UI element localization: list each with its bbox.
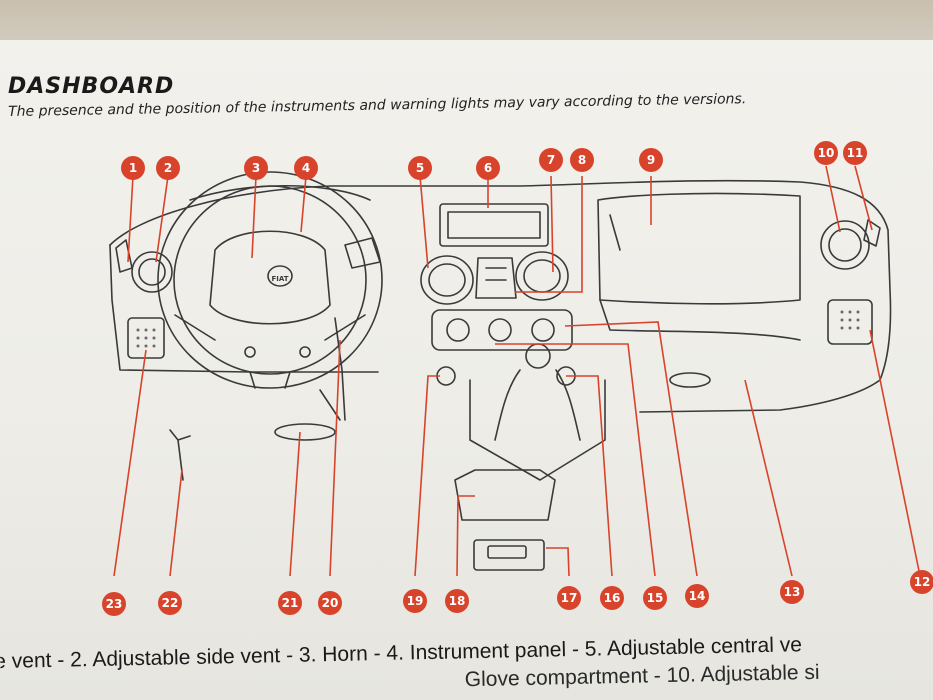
callout-20-circle: [318, 591, 342, 615]
dashboard-line-art: [109, 171, 892, 571]
callout-14-label: 14: [689, 589, 706, 603]
callout-4: 4: [294, 156, 318, 180]
callout-9: 9: [639, 148, 663, 172]
callout-2: 2: [156, 156, 180, 180]
callout-17-circle: [557, 586, 581, 610]
callout-22-circle: [158, 591, 182, 615]
callout-4-circle: [294, 156, 318, 180]
callout-15: 15: [643, 586, 667, 610]
callout-15-circle: [643, 586, 667, 610]
callout-18-label: 18: [449, 594, 466, 608]
callout-23-label: 23: [106, 597, 123, 611]
callout-19-circle: [403, 589, 427, 613]
callout-18: 18: [445, 589, 469, 613]
callout-18-circle: [445, 589, 469, 613]
callout-16-circle: [600, 586, 624, 610]
callout-7: 7: [539, 148, 563, 172]
callout-16: 16: [600, 586, 624, 610]
callout-22: 22: [158, 591, 182, 615]
callout-14-circle: [685, 584, 709, 608]
callout-13-label: 13: [784, 585, 801, 599]
callout-11: 11: [843, 141, 867, 165]
callout-9-circle: [639, 148, 663, 172]
callout-5: 5: [408, 156, 432, 180]
speaker-grille-dots: [136, 310, 860, 348]
callout-14: 14: [685, 584, 709, 608]
callout-12-label: 12: [914, 575, 931, 589]
callout-4-label: 4: [302, 161, 310, 175]
callout-1-label: 1: [129, 161, 137, 175]
callout-10-label: 10: [818, 146, 835, 160]
callout-5-circle: [408, 156, 432, 180]
callout-1-circle: [121, 156, 145, 180]
callout-20: 20: [318, 591, 342, 615]
callout-3-label: 3: [252, 161, 260, 175]
callout-23: 23: [102, 592, 126, 616]
callout-6-label: 6: [484, 161, 492, 175]
callout-11-label: 11: [847, 146, 864, 160]
callout-16-label: 16: [604, 591, 621, 605]
callout-8-label: 8: [578, 153, 586, 167]
callout-3-circle: [244, 156, 268, 180]
section-title: DASHBOARD: [8, 74, 175, 99]
callout-10-circle: [814, 141, 838, 165]
callout-22-label: 22: [162, 596, 179, 610]
callout-23-circle: [102, 592, 126, 616]
callout-6-circle: [476, 156, 500, 180]
callout-17-label: 17: [561, 591, 578, 605]
callout-19: 19: [403, 589, 427, 613]
callout-leader-lines: [113, 165, 921, 577]
callout-7-label: 7: [547, 153, 555, 167]
callout-13: 13: [780, 580, 804, 604]
callout-15-label: 15: [647, 591, 664, 605]
callout-21: 21: [278, 591, 302, 615]
callout-12: 12: [910, 570, 933, 594]
fiat-logo: FIAT: [271, 275, 288, 283]
callout-6: 6: [476, 156, 500, 180]
callout-10: 10: [814, 141, 838, 165]
callout-19-label: 19: [407, 594, 424, 608]
callout-11-circle: [843, 141, 867, 165]
callout-8: 8: [570, 148, 594, 172]
callout-5-label: 5: [416, 161, 424, 175]
callout-3: 3: [244, 156, 268, 180]
callout-21-label: 21: [282, 596, 299, 610]
callout-9-label: 9: [647, 153, 655, 167]
callout-1: 1: [121, 156, 145, 180]
callout-7-circle: [539, 148, 563, 172]
callout-2-circle: [156, 156, 180, 180]
callout-17: 17: [557, 586, 581, 610]
callout-8-circle: [570, 148, 594, 172]
callout-20-label: 20: [322, 596, 339, 610]
callout-2-label: 2: [164, 161, 172, 175]
callout-13-circle: [780, 580, 804, 604]
callout-12-circle: [910, 570, 933, 594]
callout-21-circle: [278, 591, 302, 615]
